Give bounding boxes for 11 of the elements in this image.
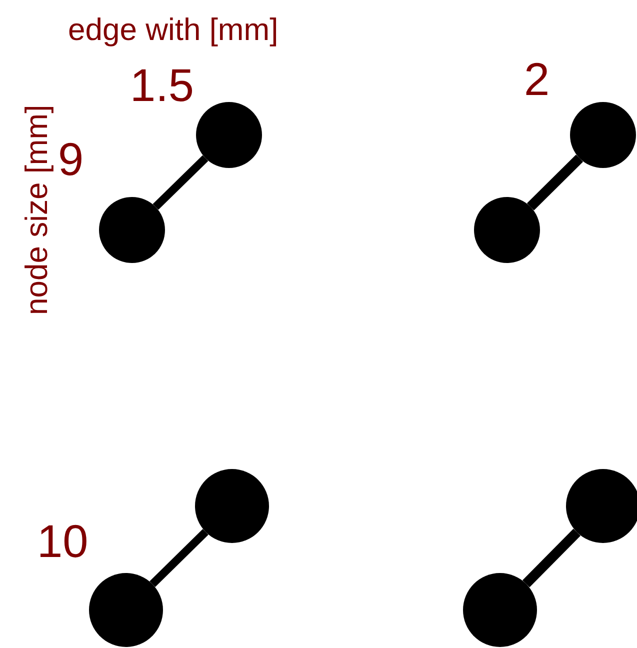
- circle-node: [566, 469, 637, 543]
- connector-line: [522, 528, 581, 588]
- row-value: 9: [58, 136, 84, 182]
- axis-title: node size [mm]: [21, 104, 52, 315]
- connector-line: [150, 529, 208, 587]
- row-value: 10: [37, 518, 88, 564]
- connector-line: [526, 154, 584, 210]
- column-value: 1.5: [130, 62, 194, 108]
- connector-line: [152, 155, 208, 210]
- axis-title: edge with [mm]: [68, 14, 278, 45]
- column-value: 2: [524, 56, 550, 102]
